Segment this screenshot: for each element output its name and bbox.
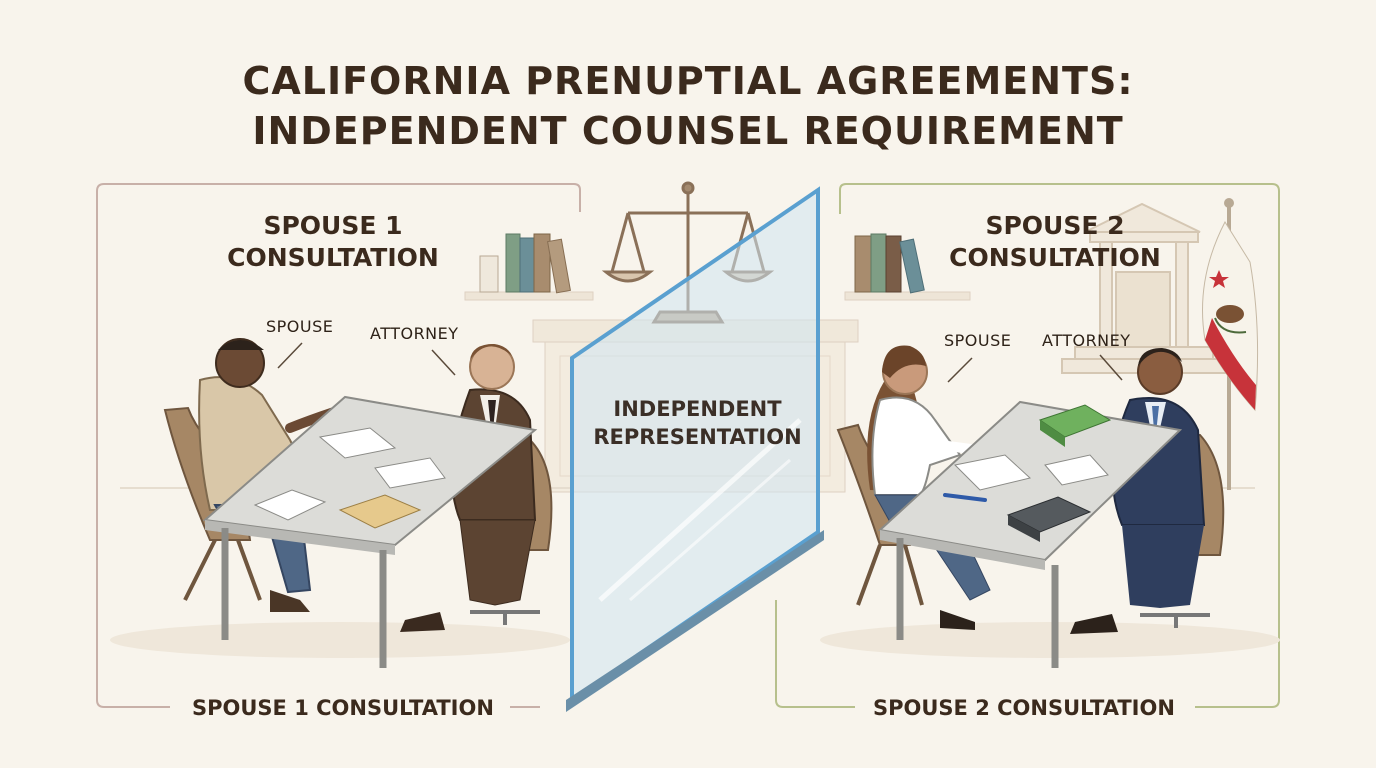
divider-line-1: INDEPENDENT [613,397,782,421]
left-panel-border [96,183,581,708]
right-heading-line-2: CONSULTATION [949,243,1161,272]
left-panel-heading: SPOUSE 1 CONSULTATION [222,210,444,274]
right-attorney-label: ATTORNEY [1042,331,1131,350]
left-heading-line-2: CONSULTATION [227,243,439,272]
left-heading-line-1: SPOUSE 1 [263,211,403,240]
left-scene [110,338,570,668]
right-heading-line-1: SPOUSE 2 [985,211,1125,240]
right-panel-caption: SPOUSE 2 CONSULTATION [873,696,1175,720]
books-left [479,233,571,294]
books-right [854,233,925,294]
divider-line-2: REPRESENTATION [593,425,802,449]
california-flag-icon [1202,198,1259,490]
right-scene [820,345,1280,668]
title-line-2: INDEPENDENT COUNSEL REQUIREMENT [252,109,1124,153]
glass-divider[interactable] [566,186,824,712]
title-line-1: CALIFORNIA PRENUPTIAL AGREEMENTS: [242,59,1134,103]
right-panel-heading: SPOUSE 2 CONSULTATION [944,210,1166,274]
left-panel-caption: SPOUSE 1 CONSULTATION [192,696,494,720]
right-spouse-label: SPOUSE [944,331,1012,350]
divider-label: INDEPENDENT REPRESENTATION [590,395,805,451]
label-pointers [277,342,1123,383]
left-attorney-label: ATTORNEY [370,324,459,343]
left-spouse-label: SPOUSE [266,317,334,336]
right-panel-border [775,183,1280,708]
page-title: CALIFORNIA PRENUPTIAL AGREEMENTS: INDEPE… [0,56,1376,156]
